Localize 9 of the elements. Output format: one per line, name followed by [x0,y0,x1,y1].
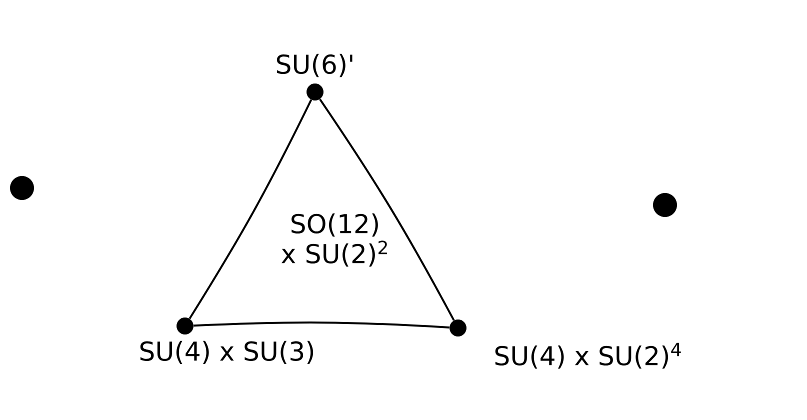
line [188,99,312,320]
node-label: SU(4) x SU(2)$^{4}$ [495,342,681,369]
circle [653,193,677,217]
group-label: SO(12) x SU(2)$^{2}$ [282,213,387,267]
node-label: SU(6)' [276,54,352,78]
node-label: SU(4) x SU(3) [140,340,314,364]
line [319,98,455,321]
circle [10,176,34,200]
line [194,322,450,328]
